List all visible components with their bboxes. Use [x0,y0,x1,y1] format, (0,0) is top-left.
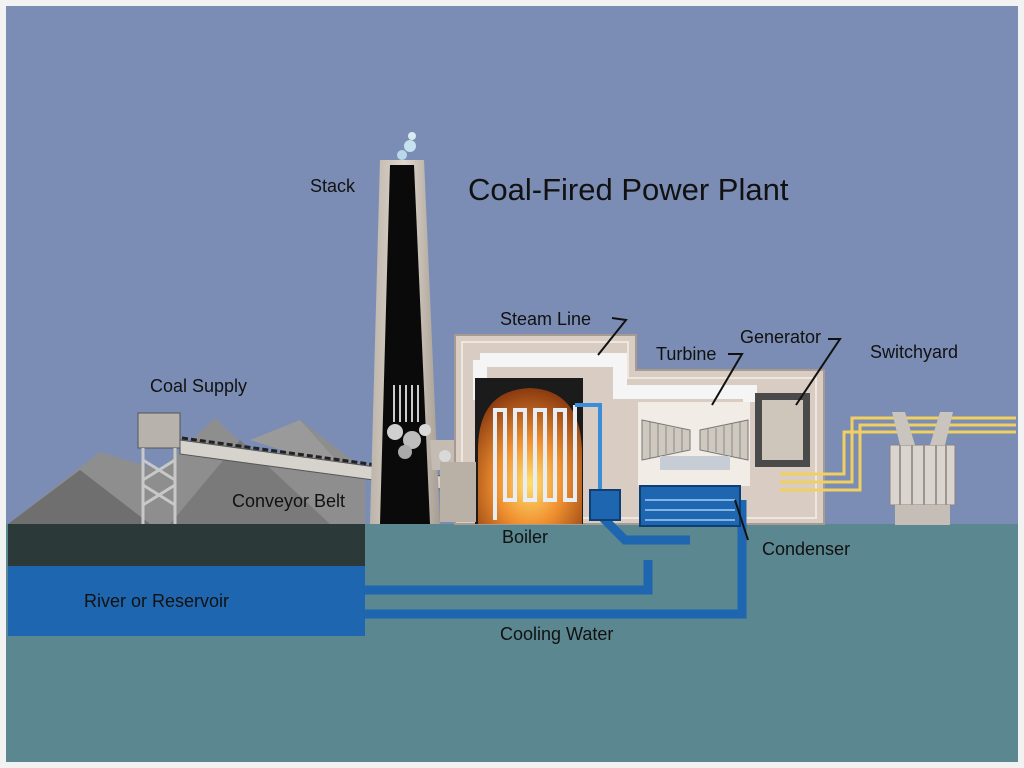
diagram-title: Coal-Fired Power Plant [468,172,789,207]
smoke-stack [370,132,465,524]
condenser [589,485,741,527]
label-river: River or Reservoir [84,591,229,611]
generator [755,393,810,467]
label-cooling-water: Cooling Water [500,624,613,644]
label-stack: Stack [310,176,356,196]
label-coal-supply: Coal Supply [150,376,247,396]
coal-hopper [137,412,181,524]
cooling-water-pipes [365,500,747,619]
switchyard [780,412,1016,525]
power-plant-diagram: Coal-Fired Power Plant Stack Steam Line … [6,6,1018,762]
label-boiler: Boiler [502,527,548,547]
label-steam-line: Steam Line [500,309,591,329]
turbine-room [638,402,750,486]
label-switchyard: Switchyard [870,342,958,362]
label-turbine: Turbine [656,344,716,364]
river [8,566,365,636]
label-generator: Generator [740,327,821,347]
leader-lines [597,317,842,541]
label-conveyor-belt: Conveyor Belt [232,491,345,511]
coal-yard-bank [8,524,365,568]
boiler [440,378,602,524]
label-condenser: Condenser [762,539,850,559]
